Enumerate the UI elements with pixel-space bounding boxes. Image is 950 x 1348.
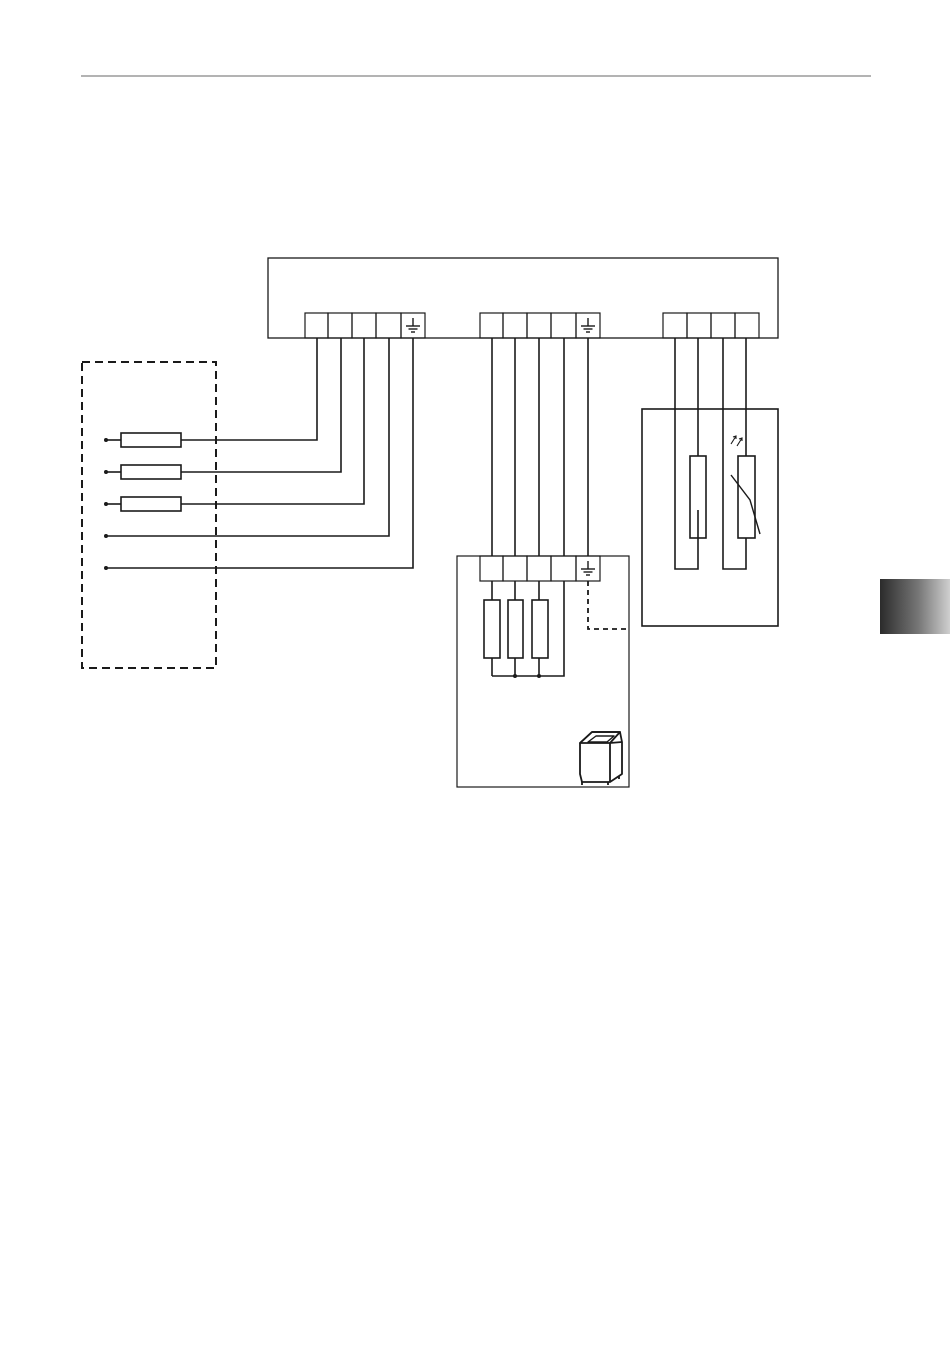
terminal — [551, 313, 576, 338]
sensor-terminal-block — [663, 313, 759, 338]
terminal — [503, 556, 527, 581]
light-rays-icon — [731, 436, 742, 446]
terminal — [480, 556, 503, 581]
fuse-icon — [121, 433, 181, 447]
terminal — [503, 313, 527, 338]
terminal — [551, 556, 576, 581]
supply-panel — [82, 338, 413, 668]
terminal — [480, 313, 503, 338]
light-dependent-resistor-icon — [738, 456, 755, 538]
terminal — [663, 313, 687, 338]
terminal — [735, 313, 759, 338]
sensor-cable — [675, 338, 746, 569]
fuse-icon — [121, 497, 181, 511]
sauna-heater-icon — [580, 732, 622, 785]
neutral-line — [104, 338, 389, 538]
supply-terminal-block — [305, 313, 425, 338]
heating-element-icon — [484, 600, 500, 658]
terminal — [305, 313, 328, 338]
sensor-unit-box — [642, 409, 778, 626]
fused-line — [104, 338, 341, 479]
terminal — [376, 313, 401, 338]
terminal — [711, 313, 735, 338]
control-unit-box — [268, 258, 778, 338]
terminal — [328, 313, 352, 338]
heater-unit — [457, 338, 629, 787]
supply-panel-border — [82, 362, 216, 668]
earth-icon — [581, 561, 595, 575]
terminal — [352, 313, 376, 338]
heating-elements — [484, 581, 564, 676]
earth-icon — [406, 318, 420, 332]
sensor-unit — [642, 338, 778, 626]
terminal — [527, 556, 551, 581]
fuse-icon — [121, 465, 181, 479]
earth-icon — [581, 318, 595, 332]
heater-cable — [492, 338, 588, 556]
heating-element-icon — [532, 600, 548, 658]
heating-element-icon — [508, 600, 523, 658]
control-unit — [268, 258, 778, 338]
fused-line — [104, 338, 317, 447]
terminal — [527, 313, 551, 338]
fused-line — [104, 338, 364, 511]
terminal — [687, 313, 711, 338]
earth-link — [588, 581, 629, 629]
heater-terminal-block — [480, 313, 600, 338]
